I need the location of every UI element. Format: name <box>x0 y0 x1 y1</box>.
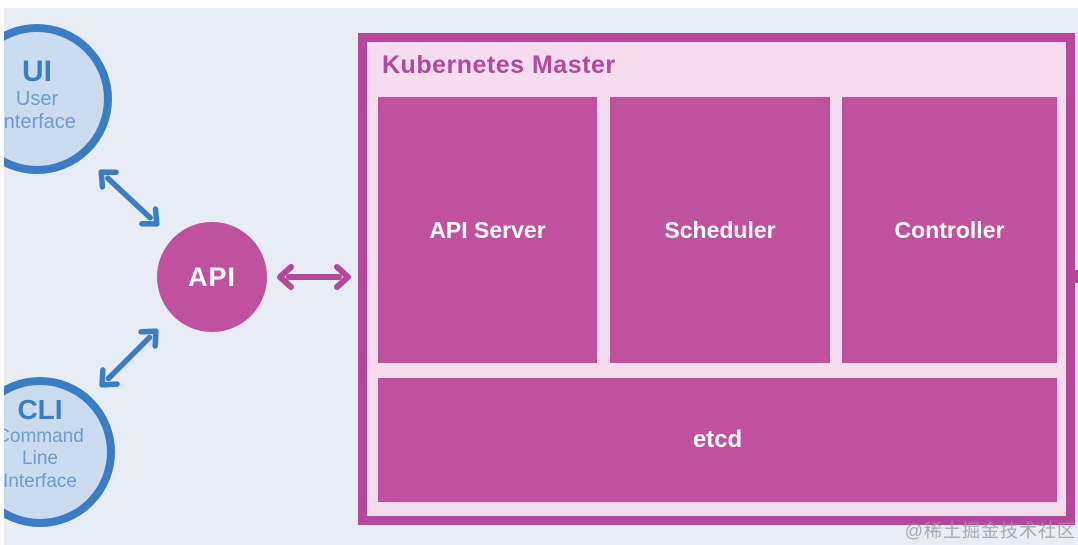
api-server-box: API Server <box>378 97 597 363</box>
kubernetes-master-title: Kubernetes Master <box>382 51 616 79</box>
kubernetes-master-box: Kubernetes Master API Server Scheduler C… <box>358 33 1075 525</box>
cli-node-label-line3: Interface <box>3 470 77 492</box>
cli-api-double-arrow-icon <box>89 318 170 399</box>
api-node: API <box>157 222 267 332</box>
cli-node: CLI Command Line Interface <box>0 377 115 527</box>
left-white-margin <box>0 0 4 545</box>
cli-node-label-line2: Line <box>22 448 58 470</box>
etcd-box: etcd <box>378 378 1057 502</box>
cli-node-label-line1: Command <box>0 425 84 447</box>
top-white-margin <box>0 0 1078 8</box>
watermark-text: @稀土掘金技术社区 <box>904 521 1076 541</box>
ui-node: UI User Interface <box>0 24 112 174</box>
api-master-double-arrow-icon <box>276 263 352 291</box>
controller-box: Controller <box>842 97 1057 363</box>
scheduler-box: Scheduler <box>610 97 830 363</box>
api-node-label: API <box>187 261 236 292</box>
ui-api-double-arrow-icon <box>88 158 170 237</box>
right-edge-arrow-stub <box>1071 270 1078 283</box>
ui-node-label-line2: Interface <box>0 110 76 133</box>
ui-node-label-line1: User <box>15 87 59 110</box>
cli-node-abbr: CLI <box>17 394 63 425</box>
ui-node-abbr: UI <box>22 55 52 88</box>
